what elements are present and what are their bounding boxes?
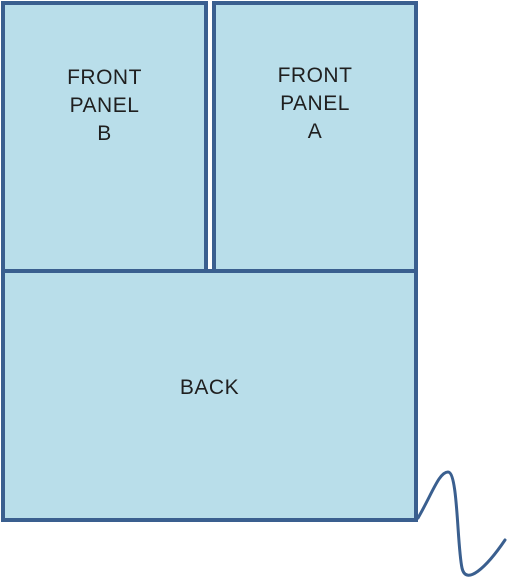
- front-panel-a-label: FRONT PANEL A: [277, 64, 353, 143]
- front-panel-b-label: FRONT PANEL B: [67, 66, 142, 145]
- front-panel-a: FRONT PANEL A: [212, 1, 418, 273]
- tail-curve: [416, 470, 507, 577]
- back-panel: BACK: [1, 269, 418, 522]
- back-panel-label: BACK: [179, 375, 240, 399]
- front-panel-b: FRONT PANEL B: [1, 1, 208, 273]
